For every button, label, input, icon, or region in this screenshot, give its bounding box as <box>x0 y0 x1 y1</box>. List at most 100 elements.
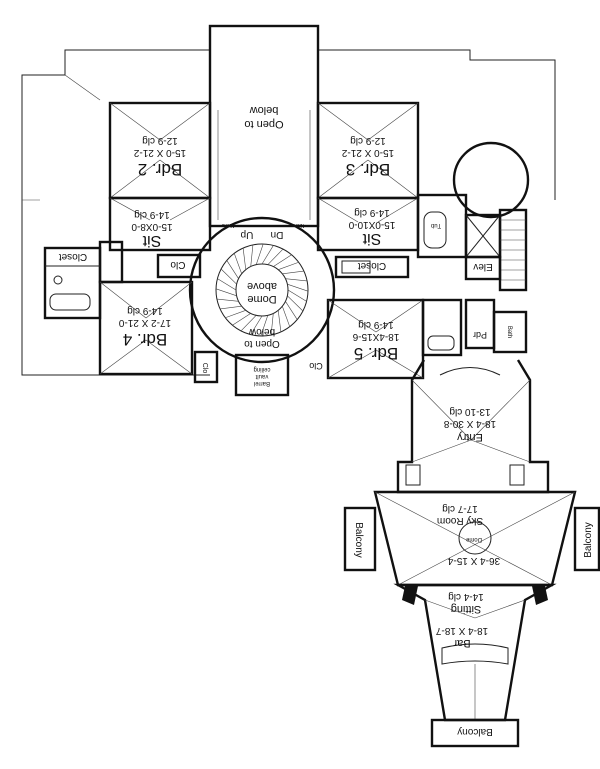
stair-tread <box>267 248 284 265</box>
ceiling-line <box>99 339 147 375</box>
stair-tread <box>270 313 274 336</box>
bath-small <box>492 310 528 354</box>
label-bedroom-4: Bdr. 4 17-2 X 21-0 14-9 clg <box>118 305 171 349</box>
stair-tread <box>273 254 292 267</box>
closet-clo-left <box>156 253 202 279</box>
ceiling-line <box>169 197 211 221</box>
label-tub: Tub <box>430 222 441 228</box>
svg-text:Bdr. 4: Bdr. 4 <box>123 330 167 349</box>
ceiling-line <box>470 379 531 441</box>
svg-text:14-9 clg: 14-9 clg <box>134 209 170 220</box>
svg-text:Pdr: Pdr <box>473 330 487 340</box>
ceiling-line <box>367 159 419 199</box>
ceiling-line <box>317 197 359 223</box>
ceiling-line <box>411 439 472 463</box>
label-bedroom-5: Bdr. 5 18-4X15-6 14-9 clg <box>352 319 399 363</box>
svg-text:18-4 X 30-8: 18-4 X 30-8 <box>443 418 496 429</box>
balcony-right <box>573 506 600 572</box>
stair-tread <box>282 306 291 327</box>
label-powder: Pdr <box>473 330 487 340</box>
sky-room-diagonal <box>374 491 553 586</box>
svg-text:Sky Room: Sky Room <box>437 515 483 526</box>
roof-ridge <box>64 74 101 101</box>
spiral-stair-outer <box>215 243 309 337</box>
svg-text:Barrel: Barrel <box>254 380 270 386</box>
label-closet-right: Closet <box>358 260 387 271</box>
ceiling-line <box>145 281 193 319</box>
svg-text:15-0 X 21-2: 15-0 X 21-2 <box>341 147 394 158</box>
ceiling-line <box>317 102 369 141</box>
tub-5 <box>427 335 455 351</box>
label-open-to-below-top: Open to below <box>244 104 283 130</box>
roof-outline <box>21 49 210 376</box>
svg-text:18-4X15-6: 18-4X15-6 <box>352 331 399 342</box>
stair-tread <box>215 288 237 297</box>
svg-text:Up: Up <box>240 229 253 240</box>
svg-text:Balcony: Balcony <box>457 726 493 737</box>
stair-tread <box>287 295 304 312</box>
stair-tread <box>261 245 274 265</box>
bar-counter <box>441 643 509 665</box>
svg-text:Closet: Closet <box>59 251 88 262</box>
svg-text:15-0X8-0: 15-0X8-0 <box>131 221 173 232</box>
stair-tread <box>216 298 239 302</box>
label-bedroom-2: Bdr. 2 15-0 X 21-2 12-9 clg <box>133 135 186 179</box>
label-dome-above: Dome above <box>247 280 277 305</box>
label-balcony-left: Balcony <box>353 522 364 558</box>
ceiling-line <box>109 102 161 141</box>
svg-text:Dome: Dome <box>247 293 276 305</box>
svg-text:Clo: Clo <box>201 363 208 374</box>
stair-tread <box>250 315 263 335</box>
stair-tread <box>285 301 298 320</box>
svg-text:14-9 clg: 14-9 clg <box>358 319 394 330</box>
ceiling-line <box>424 599 476 619</box>
svg-text:14-4 clg: 14-4 clg <box>448 591 484 602</box>
closet-right <box>334 255 410 279</box>
svg-text:Sitting: Sitting <box>451 603 482 615</box>
svg-text:below: below <box>250 104 279 116</box>
svg-text:Entry: Entry <box>457 431 483 443</box>
stair-tread <box>232 313 251 326</box>
ceiling-line <box>367 102 419 141</box>
bedroom-4 <box>98 280 194 376</box>
stair-tread <box>220 268 237 285</box>
closet-entry-left <box>405 464 421 486</box>
svg-text:13-10 clg: 13-10 clg <box>449 406 490 417</box>
svg-text:14-9 clg: 14-9 clg <box>354 207 390 218</box>
stair-tread <box>226 260 239 279</box>
svg-text:17-7 clg: 17-7 clg <box>442 503 478 514</box>
svg-text:Sit: Sit <box>362 230 381 247</box>
label-up: Up <box>240 229 253 240</box>
svg-text:Bdr. 5: Bdr. 5 <box>354 344 398 363</box>
svg-text:Clo: Clo <box>170 259 185 270</box>
label-clo-left: Clo <box>170 259 185 270</box>
stair-tread <box>287 283 309 292</box>
stair-treads <box>500 219 526 281</box>
svg-text:Elev: Elev <box>473 261 492 272</box>
label-balcony-right: Balcony <box>583 522 594 558</box>
label-elevator: Elev <box>473 261 492 272</box>
label-bath: Bath <box>506 326 512 338</box>
stair-tread <box>250 244 254 267</box>
label-clo-b5: Clo <box>309 361 323 371</box>
svg-text:14-9 clg: 14-9 clg <box>127 305 163 316</box>
label-balcony-bottom: Balcony <box>457 726 493 737</box>
tub-right <box>423 211 447 249</box>
svg-text:Bdr. 2: Bdr. 2 <box>138 160 182 179</box>
roof-outline-right <box>318 49 556 200</box>
svg-text:36-4 X 15-4: 36-4 X 15-4 <box>447 555 500 566</box>
sky-room-dome <box>458 521 492 555</box>
svg-text:Sit: Sit <box>142 232 161 249</box>
sky-room-diagonal <box>397 491 576 586</box>
ceiling-line <box>317 159 369 199</box>
balcony-bottom <box>430 718 520 748</box>
stair-tread <box>282 270 304 275</box>
stair-tread <box>220 305 242 310</box>
svg-text:Niche: Niche <box>291 222 304 228</box>
svg-text:Tub: Tub <box>430 222 441 228</box>
round-tower <box>452 141 530 219</box>
rotunda <box>188 216 336 364</box>
stair-tread <box>277 310 282 332</box>
stair-tread <box>240 315 257 332</box>
ceiling-line <box>470 439 531 463</box>
